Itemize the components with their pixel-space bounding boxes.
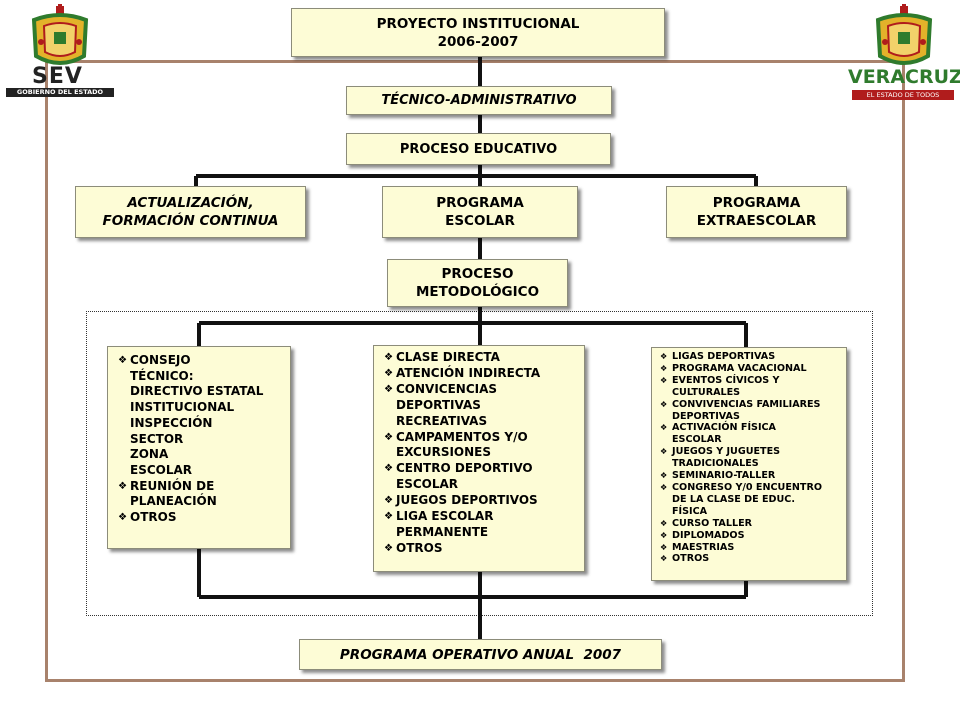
programa-operativo-anual-box: PROGRAMA OPERATIVO ANUAL 2007 [299, 639, 662, 670]
proyecto-line1: PROYECTO INSTITUCIONAL [376, 15, 580, 32]
programa-escolar-line2: ESCOLAR [445, 213, 515, 229]
extraescolar-list-item: FÍSICA [672, 505, 708, 517]
extraescolar-list-item: ESCOLAR [672, 434, 722, 446]
tecnico-administrativo-box: TÉCNICO-ADMINISTRATIVO [346, 86, 612, 115]
escolar-list-item: CONVICENCIAS [384, 382, 576, 398]
consejo-list-item: SECTOR [130, 431, 184, 446]
programa-escolar-line1: PROGRAMA [436, 195, 524, 211]
escolar-list-item: EXCURSIONES [396, 445, 492, 460]
extraescolar-list-item: DE LA CLASE DE EDUC. [672, 493, 795, 505]
programa-extraescolar-line2: EXTRAESCOLAR [696, 213, 817, 229]
escolar-list-item: RECREATIVAS [396, 413, 488, 428]
consejo-list-item: OTROS [118, 510, 282, 526]
extraescolar-list-item: CURSO TALLER [660, 518, 842, 530]
actualizacion-box: ACTUALIZACIÓN, FORMACIÓN CONTINUA [75, 186, 306, 238]
extraescolar-list-item: TRADICIONALES [672, 458, 759, 470]
extraescolar-list-item: PROGRAMA VACACIONAL [660, 363, 842, 375]
proyecto-line2: 2006-2007 [437, 33, 519, 50]
extraescolar-list-item: SEMINARIO-TALLER [660, 470, 842, 482]
programa-escolar-activities-list: CLASE DIRECTAATENCIÓN INDIRECTACONVICENC… [373, 345, 585, 572]
programa-extraescolar-box: PROGRAMA EXTRAESCOLAR [666, 186, 847, 238]
extraescolar-list-item: CONVIVENCIAS FAMILIARES [660, 399, 842, 411]
sev-logo: SEV GOBIERNO DEL ESTADO [4, 4, 116, 98]
extraescolar-list-item: JUEGOS Y JUGUETES [660, 446, 842, 458]
actualizacion-line1: ACTUALIZACIÓN, [127, 195, 254, 211]
consejo-list-item: INSTITUCIONAL [130, 400, 235, 415]
slide-frame [45, 60, 905, 682]
programa-extraescolar-activities-list: LIGAS DEPORTIVASPROGRAMA VACACIONALEVENT… [651, 347, 847, 581]
consejo-list-item: PLANEACIÓN [130, 494, 217, 509]
proceso-metodologico-line1: PROCESO [441, 266, 514, 282]
proyecto-institucional-box: PROYECTO INSTITUCIONAL 2006-2007 [291, 8, 665, 57]
sev-logo-subtext: GOBIERNO DEL ESTADO [6, 88, 114, 97]
escolar-list-item: JUEGOS DEPORTIVOS [384, 493, 576, 509]
escolar-list-item: ATENCIÓN INDIRECTA [384, 366, 576, 382]
escolar-list-item: CAMPAMENTOS Y/O [384, 430, 576, 446]
extraescolar-list-item: ACTIVACIÓN FÍSICA [660, 422, 842, 434]
consejo-list-item: ESCOLAR [130, 462, 193, 477]
escolar-list-item: ESCOLAR [396, 477, 459, 492]
veracruz-logo-text: VERACRUZ [848, 66, 960, 88]
veracruz-logo-subtext: EL ESTADO DE TODOS [852, 90, 954, 100]
tecnico-label: TÉCNICO-ADMINISTRATIVO [381, 93, 577, 108]
poa-label: PROGRAMA OPERATIVO ANUAL 2007 [339, 646, 622, 663]
sev-logo-text: SEV [32, 64, 83, 89]
consejo-list-item: DIRECTIVO ESTATAL [130, 384, 264, 399]
consejo-list-item: ZONA [130, 447, 169, 462]
extraescolar-list-item: MAESTRIAS [660, 542, 842, 554]
consejo-list-item: CONSEJO [118, 353, 282, 369]
escolar-list-item: CLASE DIRECTA [384, 350, 576, 366]
sev-coat-of-arms-icon [31, 4, 89, 65]
escolar-list-item: DEPORTIVAS [396, 397, 481, 412]
veracruz-logo: VERACRUZ EL ESTADO DE TODOS [848, 4, 960, 104]
consejo-list-item: REUNIÓN DE [118, 479, 282, 495]
extraescolar-list-item: DEPORTIVAS [672, 410, 740, 422]
escolar-list-item: PERMANENTE [396, 524, 489, 539]
escolar-list-item: LIGA ESCOLAR [384, 509, 576, 525]
proceso-educativo-box: PROCESO EDUCATIVO [346, 133, 611, 165]
programa-escolar-box: PROGRAMA ESCOLAR [382, 186, 578, 238]
proceso-metodologico-box: PROCESO METODOLÓGICO [387, 259, 568, 307]
extraescolar-list-item: CONGRESO Y/0 ENCUENTRO [660, 482, 842, 494]
extraescolar-list-item: OTROS [660, 553, 842, 565]
veracruz-coat-of-arms-icon [875, 4, 933, 65]
proceso-metodologico-line2: METODOLÓGICO [415, 284, 540, 300]
extraescolar-list-item: EVENTOS CÍVICOS Y [660, 375, 842, 387]
extraescolar-list-item: LIGAS DEPORTIVAS [660, 351, 842, 363]
extraescolar-list-item: DIPLOMADOS [660, 530, 842, 542]
actualizacion-line2: FORMACIÓN CONTINUA [102, 213, 279, 229]
programa-extraescolar-line1: PROGRAMA [712, 195, 801, 211]
consejo-list-item: INSPECCIÓN [130, 415, 213, 430]
escolar-list-item: CENTRO DEPORTIVO [384, 461, 576, 477]
proceso-educativo-label: PROCESO EDUCATIVO [399, 141, 558, 157]
extraescolar-list-item: CULTURALES [672, 386, 741, 398]
consejo-list-item: TÉCNICO: [130, 368, 194, 383]
escolar-list-item: OTROS [384, 541, 576, 557]
